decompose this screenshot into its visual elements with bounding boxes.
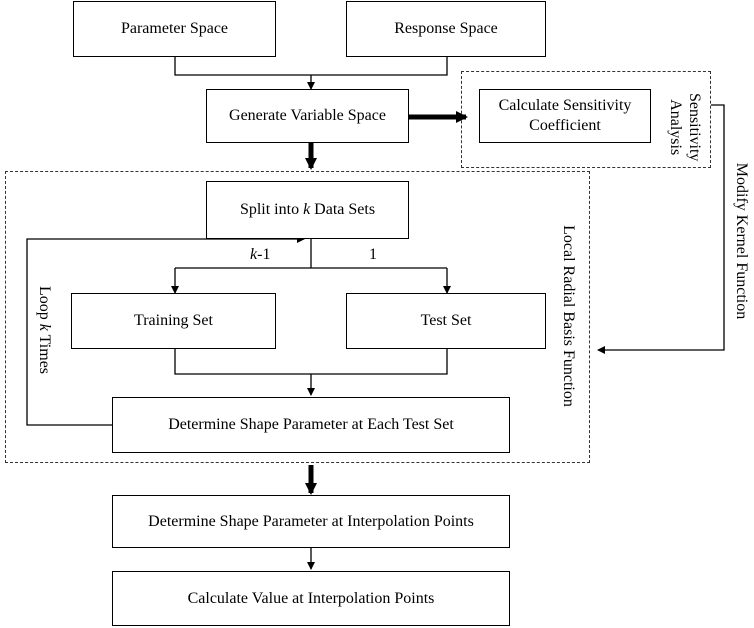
determine-each-test-label: Determine Shape Parameter at Each Test S…	[168, 416, 454, 433]
calculate-value-label: Calculate Value at Interpolation Points	[187, 589, 435, 607]
calc-sensitivity-line1: Calculate Sensitivity	[498, 97, 632, 114]
sensitivity-analysis-label: Sensitivity Analysis	[666, 82, 704, 172]
determine-each-test-box: Determine Shape Parameter at Each Test S…	[112, 397, 510, 453]
determine-interp-label: Determine Shape Parameter at Interpolati…	[148, 512, 474, 530]
split-data-sets-label: Split into k Data Sets	[239, 201, 376, 218]
merge-sets-connector	[174, 349, 448, 375]
loop-back-connector	[26, 235, 305, 426]
parameter-space-box: Parameter Space	[73, 1, 276, 57]
calculate-value-box: Calculate Value at Interpolation Points	[112, 571, 510, 626]
calculate-sensitivity-box: Calculate Sensitivity Coefficient	[479, 89, 651, 143]
local-rbf-group	[5, 171, 590, 463]
response-space-box: Response Space	[346, 1, 546, 57]
parameter-space-label: Parameter Space	[120, 20, 229, 37]
split-data-sets-box: Split into k Data Sets	[206, 181, 409, 239]
test-set-box: Test Set	[346, 293, 546, 349]
response-space-label: Response Space	[394, 20, 498, 37]
loop-k-times-label: Loop k Times	[36, 285, 53, 375]
training-set-label: Training Set	[134, 312, 213, 329]
sensitivity-line1: Sensitivity	[686, 92, 704, 162]
local-rbf-label: Local Radial Basis Function	[560, 225, 577, 407]
calc-sensitivity-line2: Coefficient	[529, 117, 601, 134]
merge-top-connector	[174, 57, 448, 76]
sensitivity-line2: Analysis	[667, 99, 684, 156]
determine-interp-box: Determine Shape Parameter at Interpolati…	[112, 495, 510, 548]
generate-variable-space-box: Generate Variable Space	[206, 89, 409, 143]
training-set-box: Training Set	[71, 293, 276, 349]
generate-variable-space-label: Generate Variable Space	[229, 107, 386, 124]
test-set-label: Test Set	[420, 312, 472, 329]
one-label: 1	[369, 246, 377, 263]
modify-kernel-label: Modify Kernel Function	[733, 162, 750, 320]
modify-kernel-connector	[597, 104, 725, 354]
k-minus-1-label: k-1	[250, 246, 271, 263]
